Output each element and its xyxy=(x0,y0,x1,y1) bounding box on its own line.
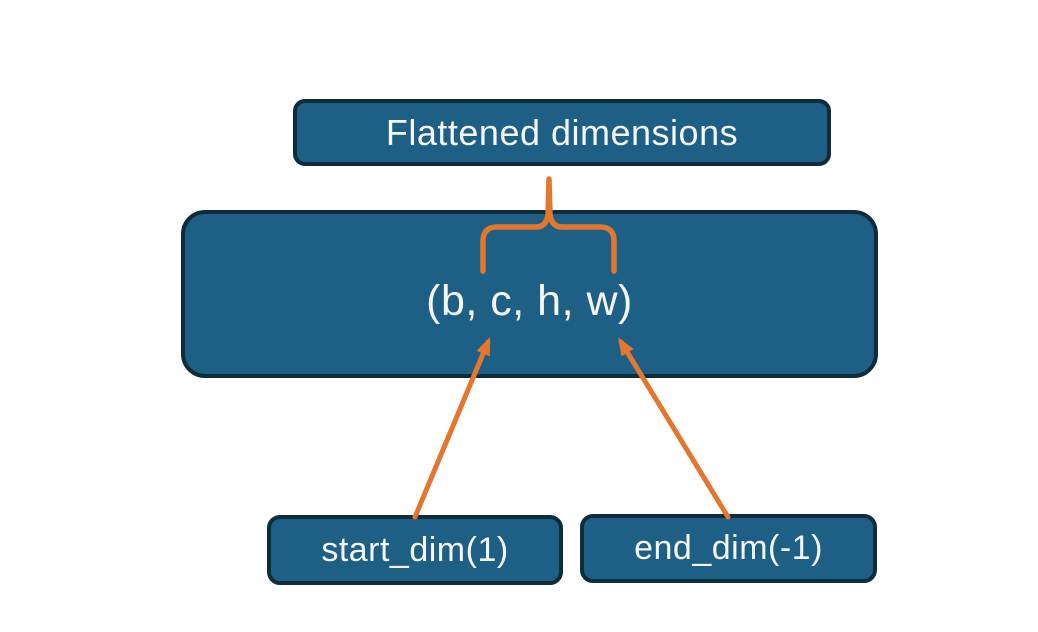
tensor-shape-label: (b, c, h, w) xyxy=(426,276,633,325)
flattened-dimensions-node: Flattened dimensions xyxy=(293,99,831,166)
tensor-shape-node: (b, c, h, w) xyxy=(181,210,878,378)
start-dim-label: start_dim(1) xyxy=(321,530,509,569)
end-dim-node: end_dim(-1) xyxy=(580,514,877,583)
end-dim-label: end_dim(-1) xyxy=(634,529,823,567)
flattened-dimensions-label: Flattened dimensions xyxy=(385,111,739,153)
start-dim-node: start_dim(1) xyxy=(267,515,563,585)
